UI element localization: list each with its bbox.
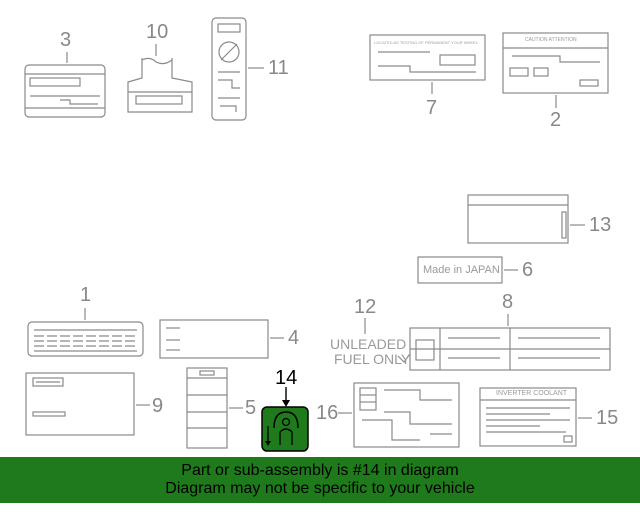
label-part-3[interactable] (24, 52, 106, 118)
label-part-10[interactable] (127, 44, 193, 113)
inverter-coolant-text: INVERTER COOLANT (496, 390, 568, 397)
label-part-6[interactable] (417, 256, 518, 284)
callout-5: 5 (245, 397, 257, 419)
tested-text: LOCATED AS TESTING OF PERMANENT YOUR WHE… (374, 40, 478, 45)
callout-3: 3 (60, 29, 72, 51)
label-part-5[interactable] (186, 367, 243, 449)
unleaded-text-line2: FUEL ONLY (334, 351, 411, 367)
callout-16: 16 (316, 402, 339, 424)
label-part-2[interactable] (502, 32, 609, 108)
info-banner: Part or sub-assembly is #14 in diagram D… (0, 457, 640, 503)
callout-6: 6 (522, 259, 534, 281)
label-part-8[interactable] (409, 314, 611, 371)
callout-9: 9 (152, 395, 164, 417)
callout-11: 11 (268, 57, 289, 79)
callout-2: 2 (550, 109, 562, 131)
caution-text: CAUTION ATTENTION (525, 37, 577, 43)
label-part-13[interactable] (467, 194, 585, 244)
made-in-japan-text: Made in JAPAN (423, 264, 500, 276)
label-part-11[interactable] (211, 17, 264, 121)
callout-7: 7 (426, 97, 438, 119)
callout-4: 4 (288, 327, 300, 349)
unleaded-text-line1: UNLEADED (330, 336, 407, 352)
callout-8: 8 (502, 291, 514, 313)
label-part-1[interactable] (27, 308, 144, 357)
callout-14: 14 (275, 367, 298, 389)
label-part-15[interactable] (479, 387, 592, 447)
label-part-9[interactable] (25, 372, 150, 436)
banner-line-1: Part or sub-assembly is #14 in diagram (181, 462, 459, 479)
callout-15: 15 (596, 407, 619, 429)
label-part-14-highlighted[interactable] (261, 387, 309, 452)
label-part-7[interactable] (369, 34, 486, 94)
label-part-16[interactable] (338, 382, 460, 448)
callout-1: 1 (80, 284, 92, 306)
callout-13: 13 (589, 214, 612, 236)
callout-12: 12 (354, 296, 377, 318)
callout-10: 10 (146, 21, 169, 43)
banner-line-2: Diagram may not be specific to your vehi… (165, 480, 475, 497)
label-part-12[interactable] (364, 318, 411, 363)
label-part-4[interactable] (159, 319, 284, 359)
